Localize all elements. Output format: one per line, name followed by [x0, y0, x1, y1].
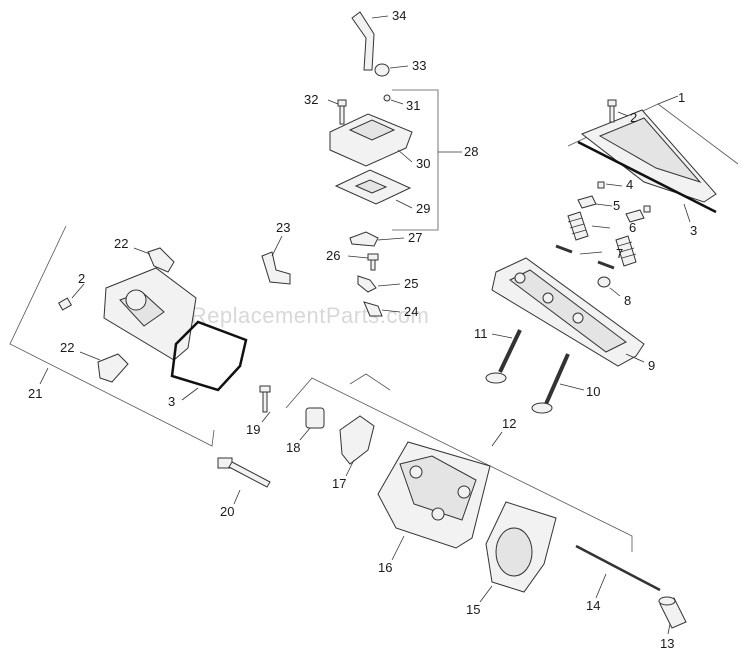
callout-3: 3	[690, 223, 697, 238]
part-8[interactable]	[597, 276, 611, 288]
callout-30: 30	[416, 156, 430, 171]
part-valve-11[interactable]	[485, 329, 522, 384]
callout-22: 22	[114, 236, 128, 251]
part-grommet[interactable]	[374, 63, 390, 77]
part-fitting-22-bottom[interactable]	[97, 353, 129, 383]
part-screw-32[interactable]	[337, 99, 347, 125]
callout-10: 10	[586, 384, 600, 399]
part-o-ring-31[interactable]	[383, 94, 391, 102]
callout-3-left: 3	[168, 394, 175, 409]
callout-17: 17	[332, 476, 346, 491]
callout-22-lower: 22	[60, 340, 74, 355]
callout-26: 26	[326, 248, 340, 263]
callout-32: 32	[304, 92, 318, 107]
part-cylinder-head-upper[interactable]	[491, 257, 645, 367]
callout-4: 4	[626, 177, 633, 192]
callout-11: 11	[474, 326, 488, 341]
part-valve-cover[interactable]	[581, 109, 717, 203]
part-valve-springs[interactable]	[567, 211, 637, 267]
callout-12: 12	[502, 416, 516, 431]
part-bolt-20[interactable]	[217, 457, 271, 488]
callout-16: 16	[378, 560, 392, 575]
callout-18: 18	[286, 440, 300, 455]
part-breather-tube[interactable]	[351, 11, 375, 71]
callout-19: 19	[246, 422, 260, 437]
callout-6: 6	[629, 220, 636, 235]
part-valve-keepers[interactable]	[597, 181, 651, 213]
callout-34: 34	[392, 8, 406, 23]
callout-28: 28	[464, 144, 478, 159]
callout-24: 24	[404, 304, 418, 319]
callout-2-left: 2	[78, 271, 85, 286]
part-screw-19[interactable]	[259, 385, 271, 413]
part-spring-retainers[interactable]	[577, 195, 645, 223]
callout-13: 13	[660, 636, 674, 651]
part-breather-gasket[interactable]	[334, 169, 412, 205]
part-fitting-22-top[interactable]	[147, 247, 175, 273]
callout-21: 21	[28, 386, 42, 401]
part-27[interactable]	[349, 231, 379, 247]
callout-31: 31	[406, 98, 420, 113]
part-rocker-arm[interactable]	[339, 415, 375, 465]
part-valve-10[interactable]	[531, 353, 570, 414]
part-screw-26[interactable]	[367, 253, 379, 271]
callout-23: 23	[276, 220, 290, 235]
callout-27: 27	[408, 230, 422, 245]
callout-33: 33	[412, 58, 426, 73]
part-18[interactable]	[305, 407, 325, 429]
callout-29: 29	[416, 201, 430, 216]
part-push-rod[interactable]	[575, 544, 661, 592]
callout-15: 15	[466, 602, 480, 617]
part-tappet[interactable]	[658, 596, 687, 629]
callout-1: 1	[678, 90, 685, 105]
part-valve-seals[interactable]	[555, 244, 615, 270]
callout-2: 2	[630, 110, 637, 125]
callout-9: 9	[648, 358, 655, 373]
part-left-cover-gasket[interactable]	[170, 320, 248, 392]
part-cylinder-head-lower[interactable]	[377, 441, 491, 549]
part-breather-cover[interactable]	[329, 113, 413, 167]
callout-7: 7	[616, 246, 623, 261]
callout-25: 25	[404, 276, 418, 291]
callout-5: 5	[613, 198, 620, 213]
part-25[interactable]	[357, 275, 377, 293]
part-bracket-23[interactable]	[261, 251, 291, 285]
part-cover-gasket[interactable]	[577, 140, 717, 214]
part-head-gasket[interactable]	[485, 501, 557, 593]
callout-20: 20	[220, 504, 234, 519]
callout-14: 14	[586, 598, 600, 613]
callout-8: 8	[624, 293, 631, 308]
part-screw-2-left[interactable]	[57, 297, 73, 311]
part-24[interactable]	[363, 301, 383, 317]
part-left-valve-cover[interactable]	[103, 267, 197, 361]
watermark: eReplacementParts.com	[178, 303, 429, 328]
part-screw-2-top[interactable]	[607, 99, 617, 123]
